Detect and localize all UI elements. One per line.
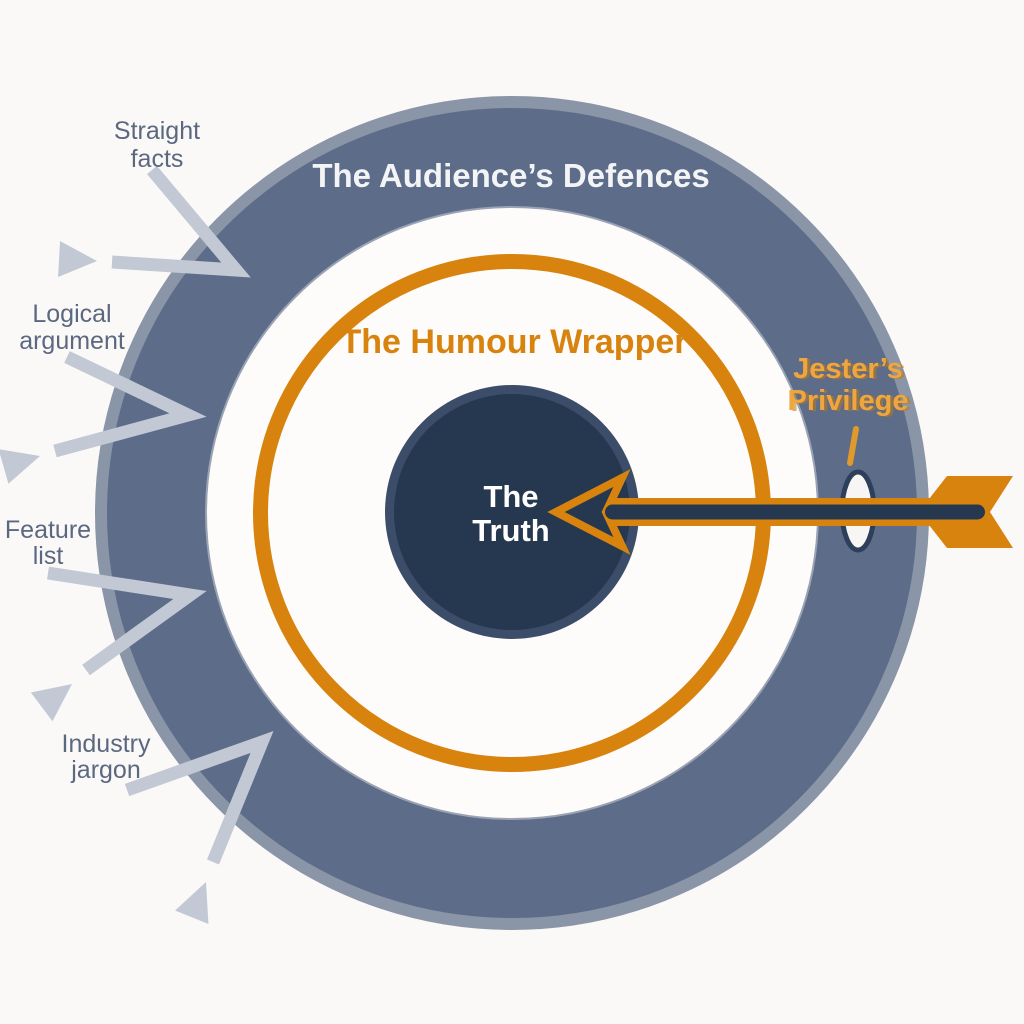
- humour-ring-title: The Humour Wrapper: [341, 323, 688, 361]
- jester-privilege-label-line1: Jester’s: [793, 353, 903, 385]
- jester-label-shadow: Jester’s: [796, 354, 906, 386]
- deflected-arrow-shaft: [53, 351, 207, 458]
- deflected-arrowhead-icon: [58, 241, 97, 277]
- label-logical-argument-line1: Logical: [32, 300, 111, 328]
- deflected-arrowhead-icon: [30, 684, 72, 722]
- jester-privilege-label-line2: Privilege: [788, 385, 909, 417]
- deflected-arrow-logical-argument: [0, 351, 207, 484]
- label-feature-list-line1: Feature: [5, 516, 91, 544]
- label-feature-list-line2: list: [33, 542, 64, 570]
- truth-core-label-line2: Truth: [472, 513, 550, 548]
- truth-core-label-line1: The: [483, 479, 538, 514]
- jester-arrow: [547, 469, 1013, 555]
- deflected-arrow-straight-facts: [58, 165, 251, 278]
- label-industry-jargon-line2: jargon: [70, 756, 141, 784]
- deflected-arrow-feature-list: [30, 566, 207, 722]
- label-straight-facts-line2: facts: [131, 145, 184, 173]
- deflected-arrow-shaft: [111, 165, 251, 278]
- deflected-arrow-shaft: [124, 731, 274, 865]
- jester-pointer-line: [847, 426, 859, 466]
- outer-ring-title: The Audience’s Defences: [312, 157, 709, 194]
- truth-core-circle: [394, 394, 630, 630]
- jester-arrow-stripe: [605, 504, 985, 520]
- label-logical-argument-line2: argument: [19, 327, 125, 355]
- jester-label-shadow: Privilege: [791, 386, 912, 418]
- label-industry-jargon-line1: Industry: [62, 730, 151, 758]
- deflected-arrow-shaft: [47, 566, 207, 676]
- deflected-arrow-industry-jargon: [124, 731, 274, 924]
- deflected-arrowhead-icon: [175, 882, 209, 924]
- deflected-arrowhead-icon: [0, 449, 40, 484]
- label-straight-facts-line1: Straight: [114, 117, 200, 145]
